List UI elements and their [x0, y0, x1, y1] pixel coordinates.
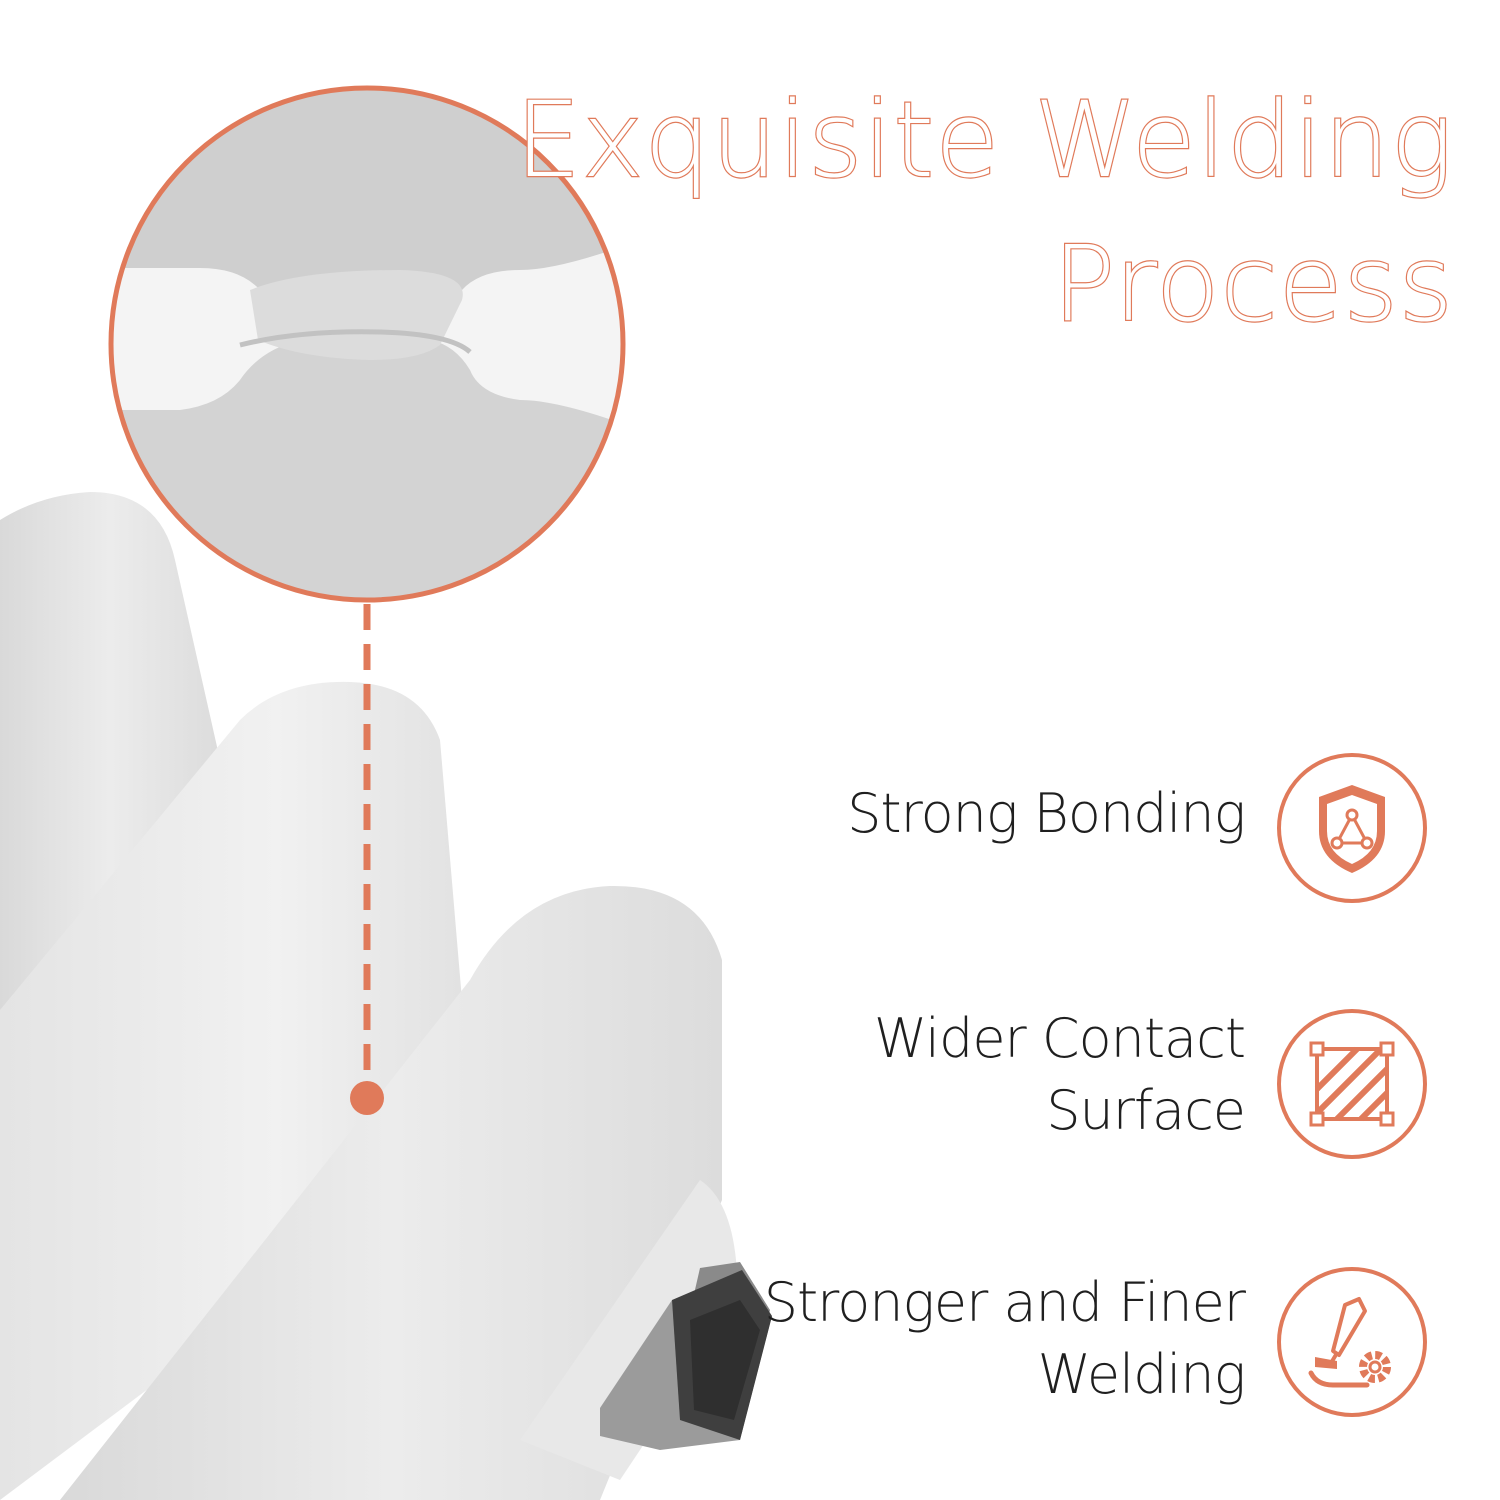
feature-label: Strong Bonding [847, 782, 1246, 845]
hatched-square-icon [1277, 1009, 1427, 1159]
feature-wider-contact-surface: Wider Contact Surface [873, 1003, 1246, 1147]
radiator-tube-front [60, 885, 740, 1500]
feature-stronger-finer-welding: Stronger and Finer Welding [763, 1267, 1246, 1411]
zoom-leader-line [350, 604, 384, 1115]
page-title: Exquisite Welding Process [514, 68, 1454, 356]
radiator-tube-middle [0, 681, 462, 1500]
weld-zoom-detail [108, 85, 626, 603]
feature-strong-bonding: Strong Bonding [847, 778, 1246, 850]
feature-label-line-2: Welding [1037, 1343, 1246, 1406]
page-title-line-2: Process [1051, 222, 1454, 346]
valve-fitting [600, 1262, 772, 1450]
page-title-line-1: Exquisite Welding [514, 78, 1454, 202]
welding-torch-gear-icon [1277, 1267, 1427, 1417]
feature-label-line-1: Wider Contact [873, 1007, 1246, 1070]
feature-label-line-2: Surface [1046, 1079, 1246, 1142]
feature-label-line-1: Stronger and Finer [763, 1271, 1246, 1334]
shield-network-icon [1277, 753, 1427, 903]
